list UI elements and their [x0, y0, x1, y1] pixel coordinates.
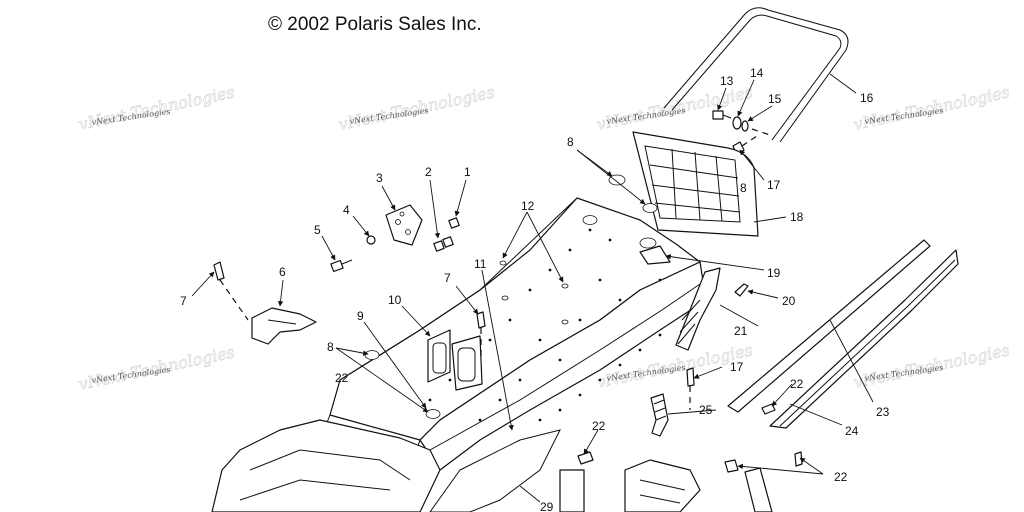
callout-label: 25: [699, 403, 713, 417]
part-lower-hardware: [559, 403, 803, 512]
callout-label: 7: [444, 271, 451, 285]
callout-label: 22: [335, 371, 349, 385]
callout-label: 8: [567, 135, 574, 149]
callout-label: 6: [279, 265, 286, 279]
part-bracket: [385, 204, 423, 246]
callout-label: 1: [464, 165, 471, 179]
callout-label: 24: [845, 424, 859, 438]
callout-label: 21: [734, 324, 748, 338]
callout-label: 18: [790, 210, 804, 224]
callout-label: 23: [876, 405, 890, 419]
callout-label: 22: [834, 470, 848, 484]
callout-label: 17: [767, 178, 781, 192]
leader-lines: [191, 73, 874, 503]
callout-label: 2: [425, 165, 432, 179]
callout-label: 20: [782, 294, 796, 308]
callout-label: 5: [314, 223, 321, 237]
callout-label: 19: [767, 266, 781, 280]
callout-label: 7: [180, 294, 187, 308]
part-tunnel: [211, 197, 707, 512]
callout-label: 11: [474, 257, 487, 271]
part-fasteners: [213, 217, 486, 360]
part-tunnel-plugs: [364, 174, 658, 419]
part-snow-flap: [632, 131, 759, 237]
part-mount-bracket: [251, 307, 317, 345]
part-bumper-handle: [663, 7, 849, 143]
callout-label: 10: [388, 293, 402, 307]
part-rear-components: [639, 245, 749, 410]
callout-label: 17: [730, 360, 744, 374]
callout-label: 9: [357, 309, 364, 323]
part-foot-pads: [427, 329, 483, 391]
callout-label: 3: [376, 171, 383, 185]
callout-label: 12: [521, 199, 535, 213]
callout-label: 22: [592, 419, 606, 433]
part-running-board: [727, 239, 959, 429]
callout-label: 15: [768, 92, 782, 106]
callout-label: 29: [540, 500, 554, 512]
callout-label: 8: [327, 340, 334, 354]
callout-label: 22: [790, 377, 804, 391]
callout-label: 8: [740, 181, 747, 195]
callout-labels: 1 2 3 4 5 6 7 7 8 8 8 9 10 11 12 13 14 1…: [180, 66, 890, 512]
callout-label: 14: [750, 66, 764, 80]
part-stirrup: [650, 393, 669, 437]
callout-label: 13: [720, 74, 734, 88]
callout-label: 16: [860, 91, 874, 105]
callout-label: 4: [343, 203, 350, 217]
copyright-notice: © 2002 Polaris Sales Inc.: [268, 14, 482, 35]
